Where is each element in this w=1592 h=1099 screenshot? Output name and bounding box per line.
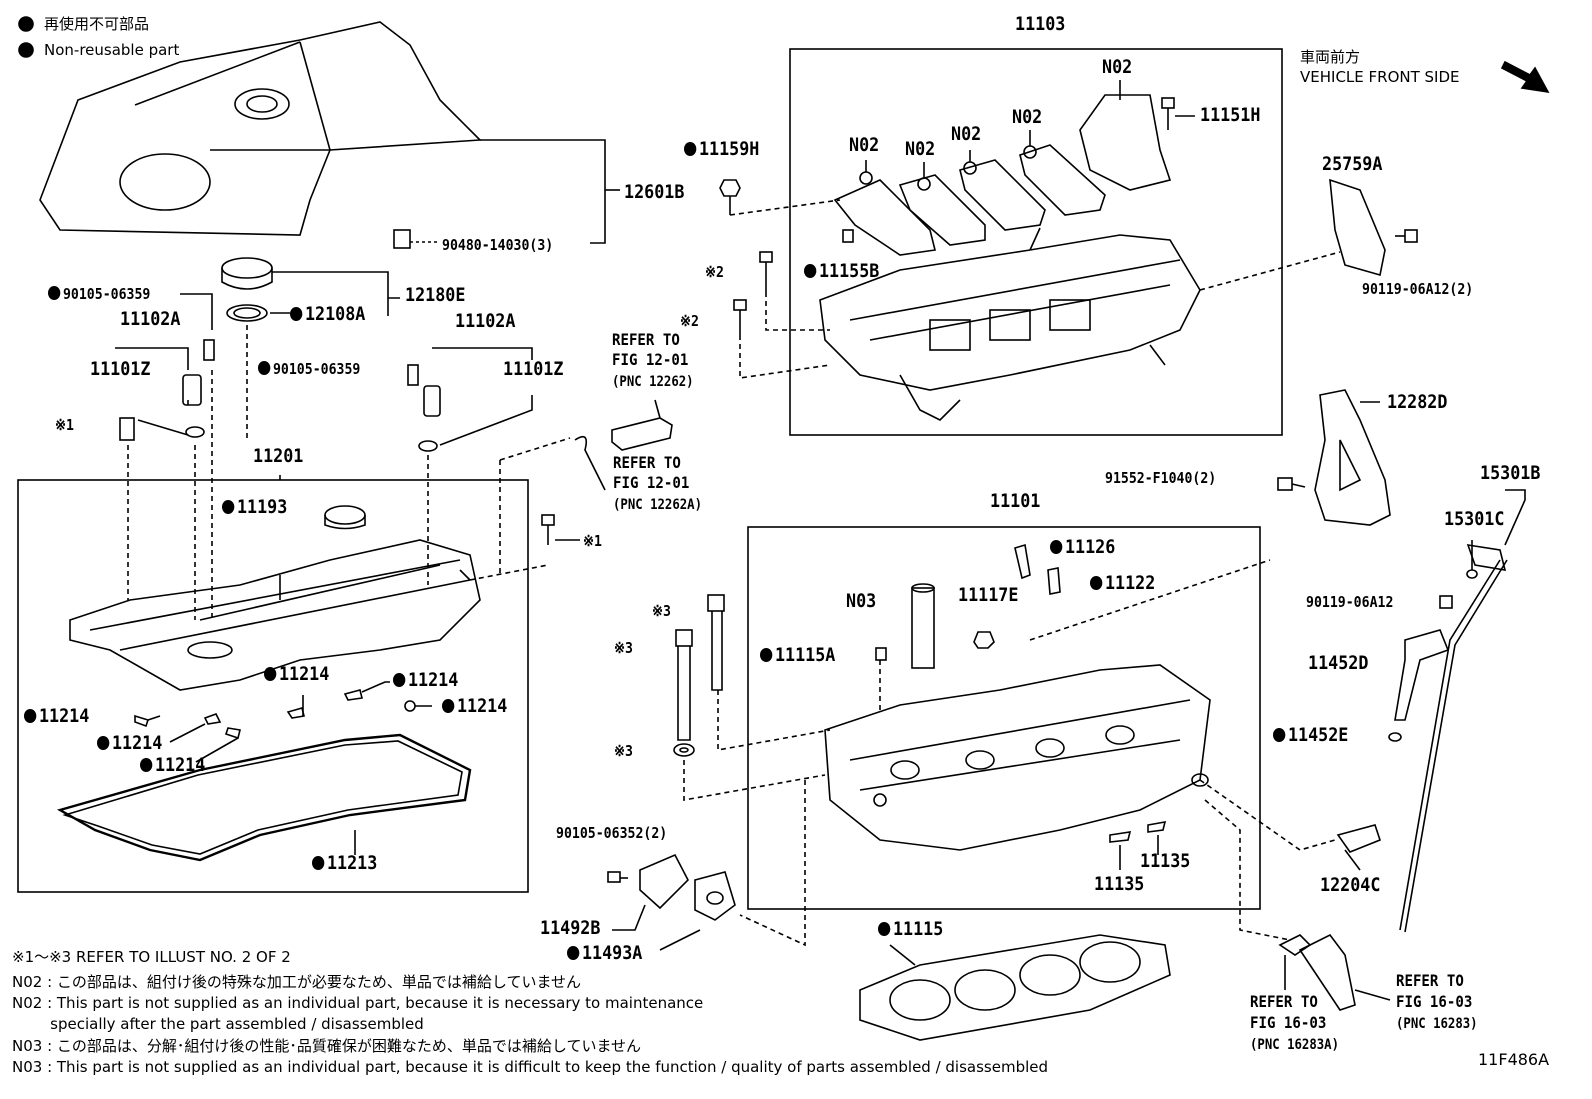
- part-11214-a[interactable]: 11214: [264, 664, 329, 684]
- mark-3-bottom: ※3: [614, 742, 634, 760]
- part-11214-f[interactable]: 11214: [140, 755, 205, 775]
- part-91552-F1040[interactable]: 91552-F1040(2): [1105, 469, 1217, 487]
- part-11151H[interactable]: 11151H: [1200, 104, 1261, 126]
- refer-16283A-line1[interactable]: REFER TO: [1250, 992, 1318, 1011]
- refer-16283A-line3[interactable]: (PNC 16283A): [1250, 1037, 1340, 1053]
- part-15301B[interactable]: 15301B: [1480, 462, 1541, 484]
- part-25759A[interactable]: 25759A: [1322, 153, 1383, 175]
- n02-label-5: N02: [1102, 56, 1133, 78]
- legend-non-reusable-jp: 再使用不可部品: [44, 15, 150, 33]
- n02-label-4: N02: [1012, 106, 1043, 128]
- part-11193[interactable]: 11193: [222, 497, 287, 517]
- gasket-11213-drawing: [56, 733, 472, 862]
- mark-1-left: ※1: [55, 416, 75, 434]
- note-line-2: N02 : この部品は、組付け後の特殊な加工が必要なため、単品では補給していませ…: [12, 973, 582, 991]
- part-15301C[interactable]: 15301C: [1444, 508, 1505, 530]
- mark-3-mid: ※3: [614, 639, 634, 657]
- mark-2-lower: ※2: [680, 312, 700, 330]
- part-11101Z-right[interactable]: 11101Z: [503, 358, 564, 380]
- part-11126[interactable]: 11126: [1050, 537, 1115, 557]
- note-line-1: ※1〜※3 REFER TO ILLUST NO. 2 OF 2: [12, 948, 291, 966]
- note-line-3: N02 : This part is not supplied as an in…: [12, 994, 704, 1012]
- part-11492B[interactable]: 11492B: [540, 917, 601, 939]
- part-11201[interactable]: 11201: [253, 445, 304, 467]
- refer-12262A-line1[interactable]: REFER TO: [613, 453, 681, 472]
- part-11102A-right[interactable]: 11102A: [455, 310, 516, 332]
- part-12180E[interactable]: 12180E: [405, 284, 466, 306]
- part-11155B[interactable]: 11155B: [804, 261, 879, 281]
- part-11452E[interactable]: 11452E: [1273, 725, 1348, 745]
- oil-cap-drawing: [221, 257, 273, 322]
- part-90105-06359-right[interactable]: 90105-06359: [258, 359, 360, 379]
- dipstick-guide-drawing: [1394, 629, 1450, 721]
- part-11115[interactable]: 11115: [878, 919, 943, 939]
- part-90105-06359-left[interactable]: 90105-06359: [48, 284, 150, 304]
- part-90119-06A12[interactable]: 90119-06A12: [1306, 593, 1394, 611]
- part-12282D[interactable]: 12282D: [1387, 391, 1448, 413]
- part-11135-left[interactable]: 11135: [1094, 873, 1145, 895]
- camshaft-housing-drawing: [819, 227, 1201, 421]
- part-11103[interactable]: 11103: [1015, 13, 1066, 35]
- illustration-code: 11F486A: [1478, 1050, 1550, 1069]
- part-11493A[interactable]: 11493A: [567, 943, 642, 963]
- part-11117E[interactable]: 11117E: [958, 584, 1019, 606]
- note-line-4: specially after the part assembled / dis…: [12, 1015, 424, 1033]
- n02-label-2: N02: [905, 138, 936, 160]
- cylinder-head-cover-drawing: [69, 505, 481, 691]
- part-11452D[interactable]: 11452D: [1308, 652, 1369, 674]
- refer-12262A-line3[interactable]: (PNC 12262A): [613, 497, 703, 513]
- ocv-drawing: [1336, 824, 1381, 853]
- part-11214-c[interactable]: 11214: [442, 696, 507, 716]
- n02-label-3: N02: [951, 123, 982, 145]
- engine-cover-drawing: [39, 21, 482, 236]
- part-11135-right[interactable]: 11135: [1140, 850, 1191, 872]
- refer-16283-line1[interactable]: REFER TO: [1396, 971, 1464, 990]
- part-90105-06352[interactable]: 90105-06352(2): [556, 824, 668, 842]
- refer-12262-line3[interactable]: (PNC 12262): [612, 374, 694, 390]
- mark-3-top: ※3: [652, 602, 672, 620]
- bearing-caps-drawing: [833, 94, 1172, 256]
- part-11115A[interactable]: 11115A: [760, 645, 835, 665]
- vehicle-front-label-jp: 車両前方: [1300, 48, 1361, 66]
- part-11159H[interactable]: 11159H: [684, 139, 759, 159]
- note-line-5: N03 : この部品は、分解･組付け後の性能･品質確保が困難なため、単品では補給…: [12, 1037, 642, 1055]
- part-11214-e[interactable]: 11214: [97, 733, 162, 753]
- note-line-6: N03 : This part is not supplied as an in…: [12, 1058, 1049, 1076]
- part-90119-06A12-2[interactable]: 90119-06A12(2): [1362, 280, 1474, 298]
- cylinder-head-drawing: [824, 664, 1211, 851]
- part-11101[interactable]: 11101: [990, 490, 1041, 512]
- front-arrow-icon: [1500, 60, 1550, 94]
- mark-2-upper: ※2: [705, 263, 725, 281]
- refer-12262A-line2[interactable]: FIG 12-01: [613, 473, 690, 492]
- part-11122[interactable]: 11122: [1090, 573, 1155, 593]
- part-11101Z-left[interactable]: 11101Z: [90, 358, 151, 380]
- part-11213[interactable]: 11213: [312, 853, 377, 873]
- part-12601B[interactable]: 12601B: [624, 181, 685, 203]
- refer-12262-line2[interactable]: FIG 12-01: [612, 350, 689, 369]
- part-12204C[interactable]: 12204C: [1320, 874, 1381, 896]
- part-11102A-left[interactable]: 11102A: [120, 308, 181, 330]
- refer-16283-line3[interactable]: (PNC 16283): [1396, 1016, 1478, 1032]
- frame-11201: [17, 479, 529, 893]
- n03-label: N03: [846, 590, 877, 612]
- n02-label-1: N02: [849, 134, 880, 156]
- frame-11101: [747, 526, 1261, 910]
- vehicle-front-label-en: VEHICLE FRONT SIDE: [1300, 68, 1460, 86]
- engine-hanger-drawing: [1314, 389, 1391, 526]
- refer-16283A-line2[interactable]: FIG 16-03: [1250, 1013, 1327, 1032]
- bracket-25759a-drawing: [1329, 178, 1386, 277]
- head-gasket-drawing: [859, 934, 1171, 1041]
- part-12108A[interactable]: 12108A: [290, 304, 365, 324]
- refer-16283-line2[interactable]: FIG 16-03: [1396, 992, 1473, 1011]
- refer-12262-line1[interactable]: REFER TO: [612, 330, 680, 349]
- frame-11103: [789, 48, 1283, 436]
- part-11214-b[interactable]: 11214: [393, 670, 458, 690]
- legend-non-reusable-en: Non-reusable part: [44, 41, 180, 59]
- mark-1-right: ※1: [583, 532, 603, 550]
- part-11214-d[interactable]: 11214: [24, 706, 89, 726]
- part-90480-14030[interactable]: 90480-14030(3): [442, 236, 554, 254]
- dipstick-drawing: [1466, 544, 1507, 571]
